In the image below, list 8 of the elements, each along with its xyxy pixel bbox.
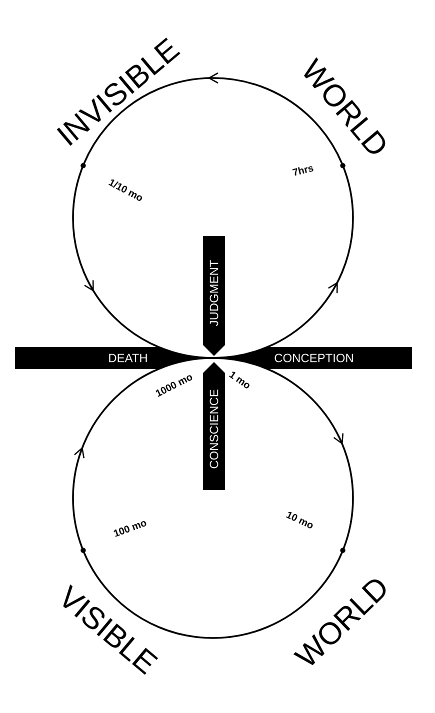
- node-label: CONCEPTION: [274, 354, 353, 362]
- time-label: 7hrs: [292, 166, 314, 176]
- time-label: 100 mo: [114, 521, 146, 537]
- time-label: 1000 mo: [156, 375, 192, 397]
- time-label: 10 mo: [286, 512, 313, 528]
- time-label: 1/10 mo: [108, 179, 142, 201]
- node-label: DEATH: [109, 354, 147, 362]
- time-label: 1 mo: [229, 372, 250, 388]
